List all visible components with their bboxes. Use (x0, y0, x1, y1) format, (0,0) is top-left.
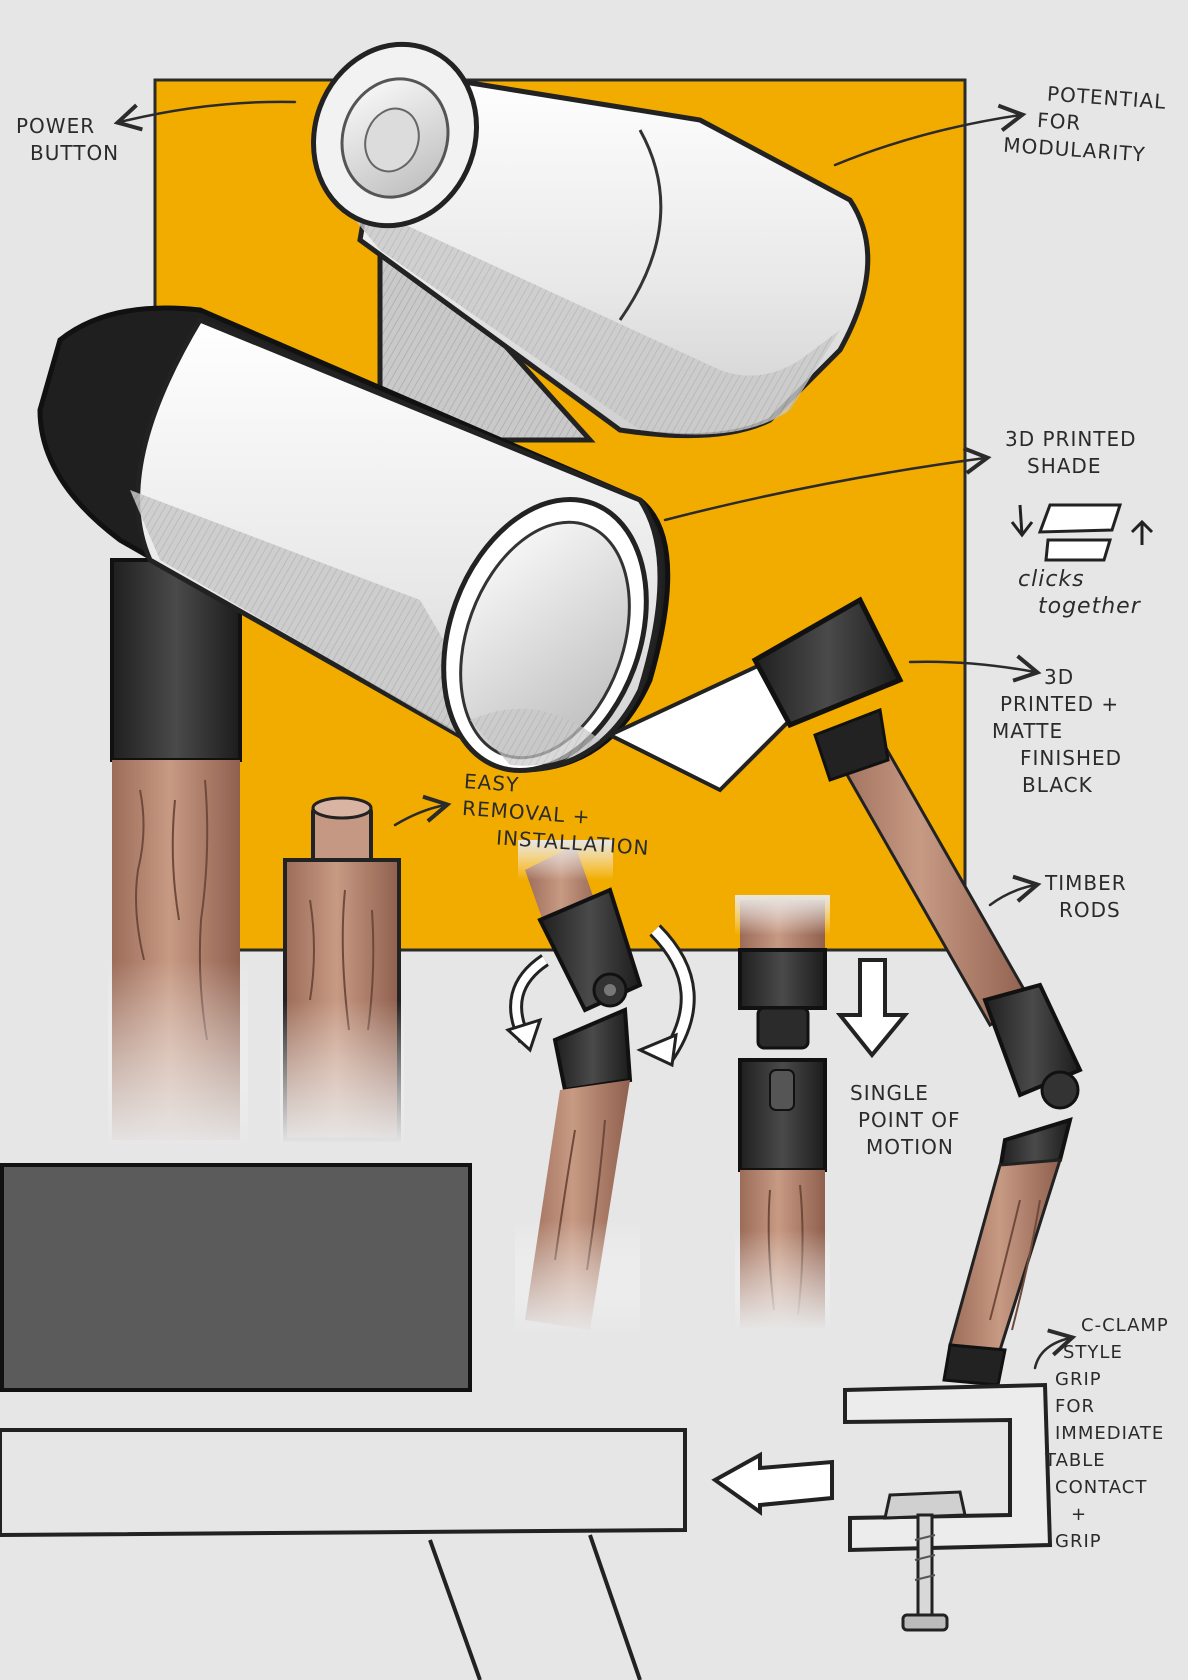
c-clamp-label: C-CLAMP STYLE GRIP FOR IMMEDIATE TABLE C… (1045, 1315, 1169, 1552)
clicks-together-label: clicks together (1018, 567, 1141, 619)
left-lamp (37, 305, 671, 1150)
timber-rod-peg (280, 796, 404, 1145)
c-clamp (843, 1382, 1053, 1632)
easy-removal-label: EASY REMOVAL + INSTALLATION (461, 768, 651, 861)
right-desk-lamp (605, 596, 1083, 1387)
modular-lamp-head (311, 41, 871, 443)
single-point-label: SINGLE POINT OF MOTION (850, 1081, 961, 1159)
rotating-joint (505, 840, 696, 1335)
modularity-label: POTENTIAL FOR MODULARITY (1002, 81, 1168, 167)
monitor (0, 1163, 472, 1392)
clicks-together-diagram (1010, 503, 1154, 562)
matte-black-label: 3D PRINTED + MATTE FINISHED BLACK (992, 665, 1123, 797)
snap-joint (735, 895, 910, 1330)
annotation-arrows (113, 100, 1077, 1370)
table (0, 1428, 834, 1680)
power-button-label: POWER BUTTON (16, 114, 120, 165)
timber-rods-label: TIMBER RODS (1045, 871, 1127, 922)
printed-shade-label: 3D PRINTED SHADE (1005, 427, 1137, 478)
